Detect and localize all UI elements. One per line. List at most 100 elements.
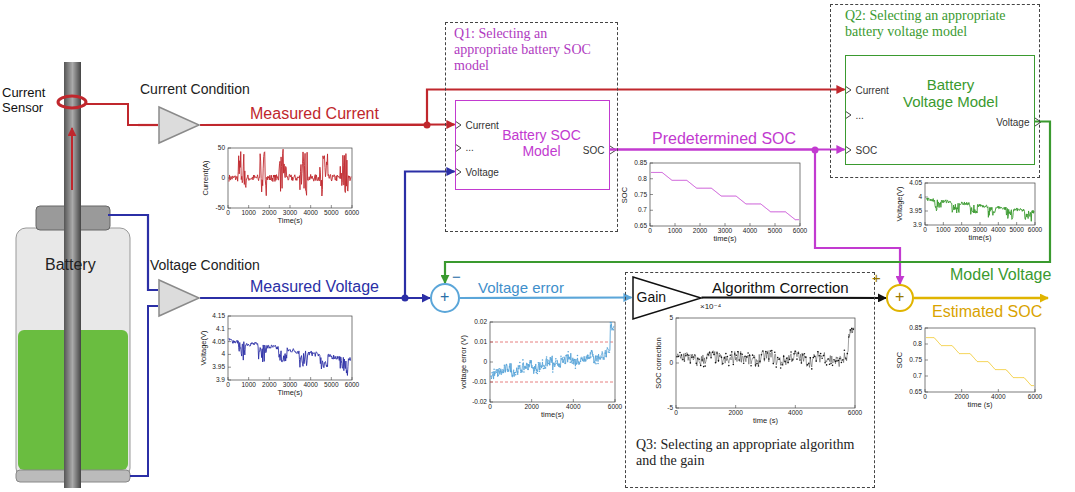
- data-line: [677, 328, 854, 368]
- data-point: [568, 357, 570, 359]
- data-point: [712, 352, 714, 354]
- data-point: [599, 358, 601, 360]
- tick: [228, 208, 231, 209]
- data-point: [845, 358, 847, 360]
- data-point: [844, 349, 846, 351]
- process-box: Battery SOC ModelCurrent...VoltageSOC: [455, 100, 610, 190]
- connector: [200, 297, 430, 299]
- data-point: [682, 359, 684, 361]
- tick-label: 4: [221, 351, 225, 358]
- data-point: [818, 355, 820, 357]
- port-label: +: [440, 288, 449, 306]
- data-point: [595, 363, 597, 365]
- signal-label: Measured Current: [250, 105, 379, 123]
- data-point: [762, 350, 764, 352]
- data-point: [737, 351, 739, 353]
- tick: [290, 377, 291, 380]
- tick: [650, 163, 653, 164]
- data-point: [808, 363, 810, 365]
- tick: [228, 148, 231, 149]
- data-point: [847, 353, 849, 355]
- data-point: [537, 373, 539, 375]
- data-point: [551, 360, 553, 362]
- plot-frame: [228, 148, 352, 208]
- data-point: [839, 358, 841, 360]
- tick: [676, 318, 679, 319]
- tick: [228, 377, 229, 380]
- port-marker: [455, 168, 461, 176]
- tick: [676, 405, 677, 408]
- data-point: [503, 372, 505, 374]
- battery: Battery: [10, 60, 138, 485]
- tick: [1035, 389, 1036, 392]
- port-label: SOC: [856, 145, 878, 157]
- port-label: Voltage: [996, 117, 1029, 129]
- data-point: [509, 366, 511, 368]
- tick: [795, 405, 796, 408]
- data-point: [810, 357, 812, 359]
- data-point: [829, 363, 831, 365]
- tick: [998, 389, 999, 392]
- data-point: [511, 371, 513, 373]
- tick-label: 3000: [283, 209, 297, 216]
- signal-label: Model Voltage: [950, 266, 1051, 284]
- tick: [1035, 222, 1036, 225]
- data-point: [804, 353, 806, 355]
- data-point: [539, 371, 541, 373]
- tick-label: 0: [923, 393, 927, 400]
- tick-label: 0: [226, 209, 230, 216]
- tick-label: -0.01: [472, 378, 487, 385]
- tick-label: 0.85: [634, 159, 647, 166]
- tick: [676, 363, 679, 364]
- data-point: [732, 364, 734, 366]
- data-point: [598, 357, 600, 359]
- tick: [650, 223, 651, 226]
- axis-label: time(s): [969, 234, 992, 243]
- node-label: Q1: Selecting an appropriate battery SOC…: [454, 26, 612, 74]
- data-point: [700, 365, 702, 367]
- tick: [980, 222, 981, 225]
- node-label: −: [452, 268, 461, 285]
- tick: [925, 392, 928, 393]
- line-chart: [228, 316, 352, 380]
- data-point: [517, 371, 519, 373]
- tick: [675, 223, 676, 226]
- tick: [650, 178, 653, 179]
- tick-label: 6000: [345, 381, 359, 388]
- data-point: [812, 357, 814, 359]
- data-point: [492, 371, 494, 373]
- tick-label: 0.65: [634, 222, 647, 229]
- data-point: [715, 362, 717, 364]
- data-point: [538, 362, 540, 364]
- data-point: [563, 356, 565, 358]
- tick: [228, 367, 231, 368]
- tick: [998, 222, 999, 225]
- tick: [925, 344, 928, 345]
- tick-label: 5000: [324, 209, 338, 216]
- port-marker: [845, 86, 851, 94]
- data-point: [761, 354, 763, 356]
- current-direction-arrow: [71, 128, 73, 190]
- data-point: [833, 359, 835, 361]
- tick-label: 3.9: [216, 376, 225, 383]
- plot-frame: [228, 316, 352, 380]
- plot-frame: [925, 328, 1035, 392]
- data-point: [826, 364, 828, 366]
- triangle-shape: [159, 280, 199, 316]
- data-point: [728, 365, 730, 367]
- tick-label: 5000: [324, 381, 338, 388]
- tick: [228, 380, 231, 381]
- port-label: Current: [856, 85, 889, 97]
- data-point: [768, 358, 770, 360]
- tick-label: 2000: [954, 393, 968, 400]
- tick-label: 4000: [788, 409, 802, 416]
- tick-label: 3.95: [909, 207, 922, 214]
- tick: [650, 210, 653, 211]
- data-point: [676, 356, 678, 358]
- node-label: Current Condition: [140, 81, 250, 97]
- data-point: [735, 354, 737, 356]
- tick: [943, 222, 944, 225]
- tick-label: 0: [674, 409, 678, 416]
- data-point: [679, 352, 681, 354]
- data-point: [607, 347, 609, 349]
